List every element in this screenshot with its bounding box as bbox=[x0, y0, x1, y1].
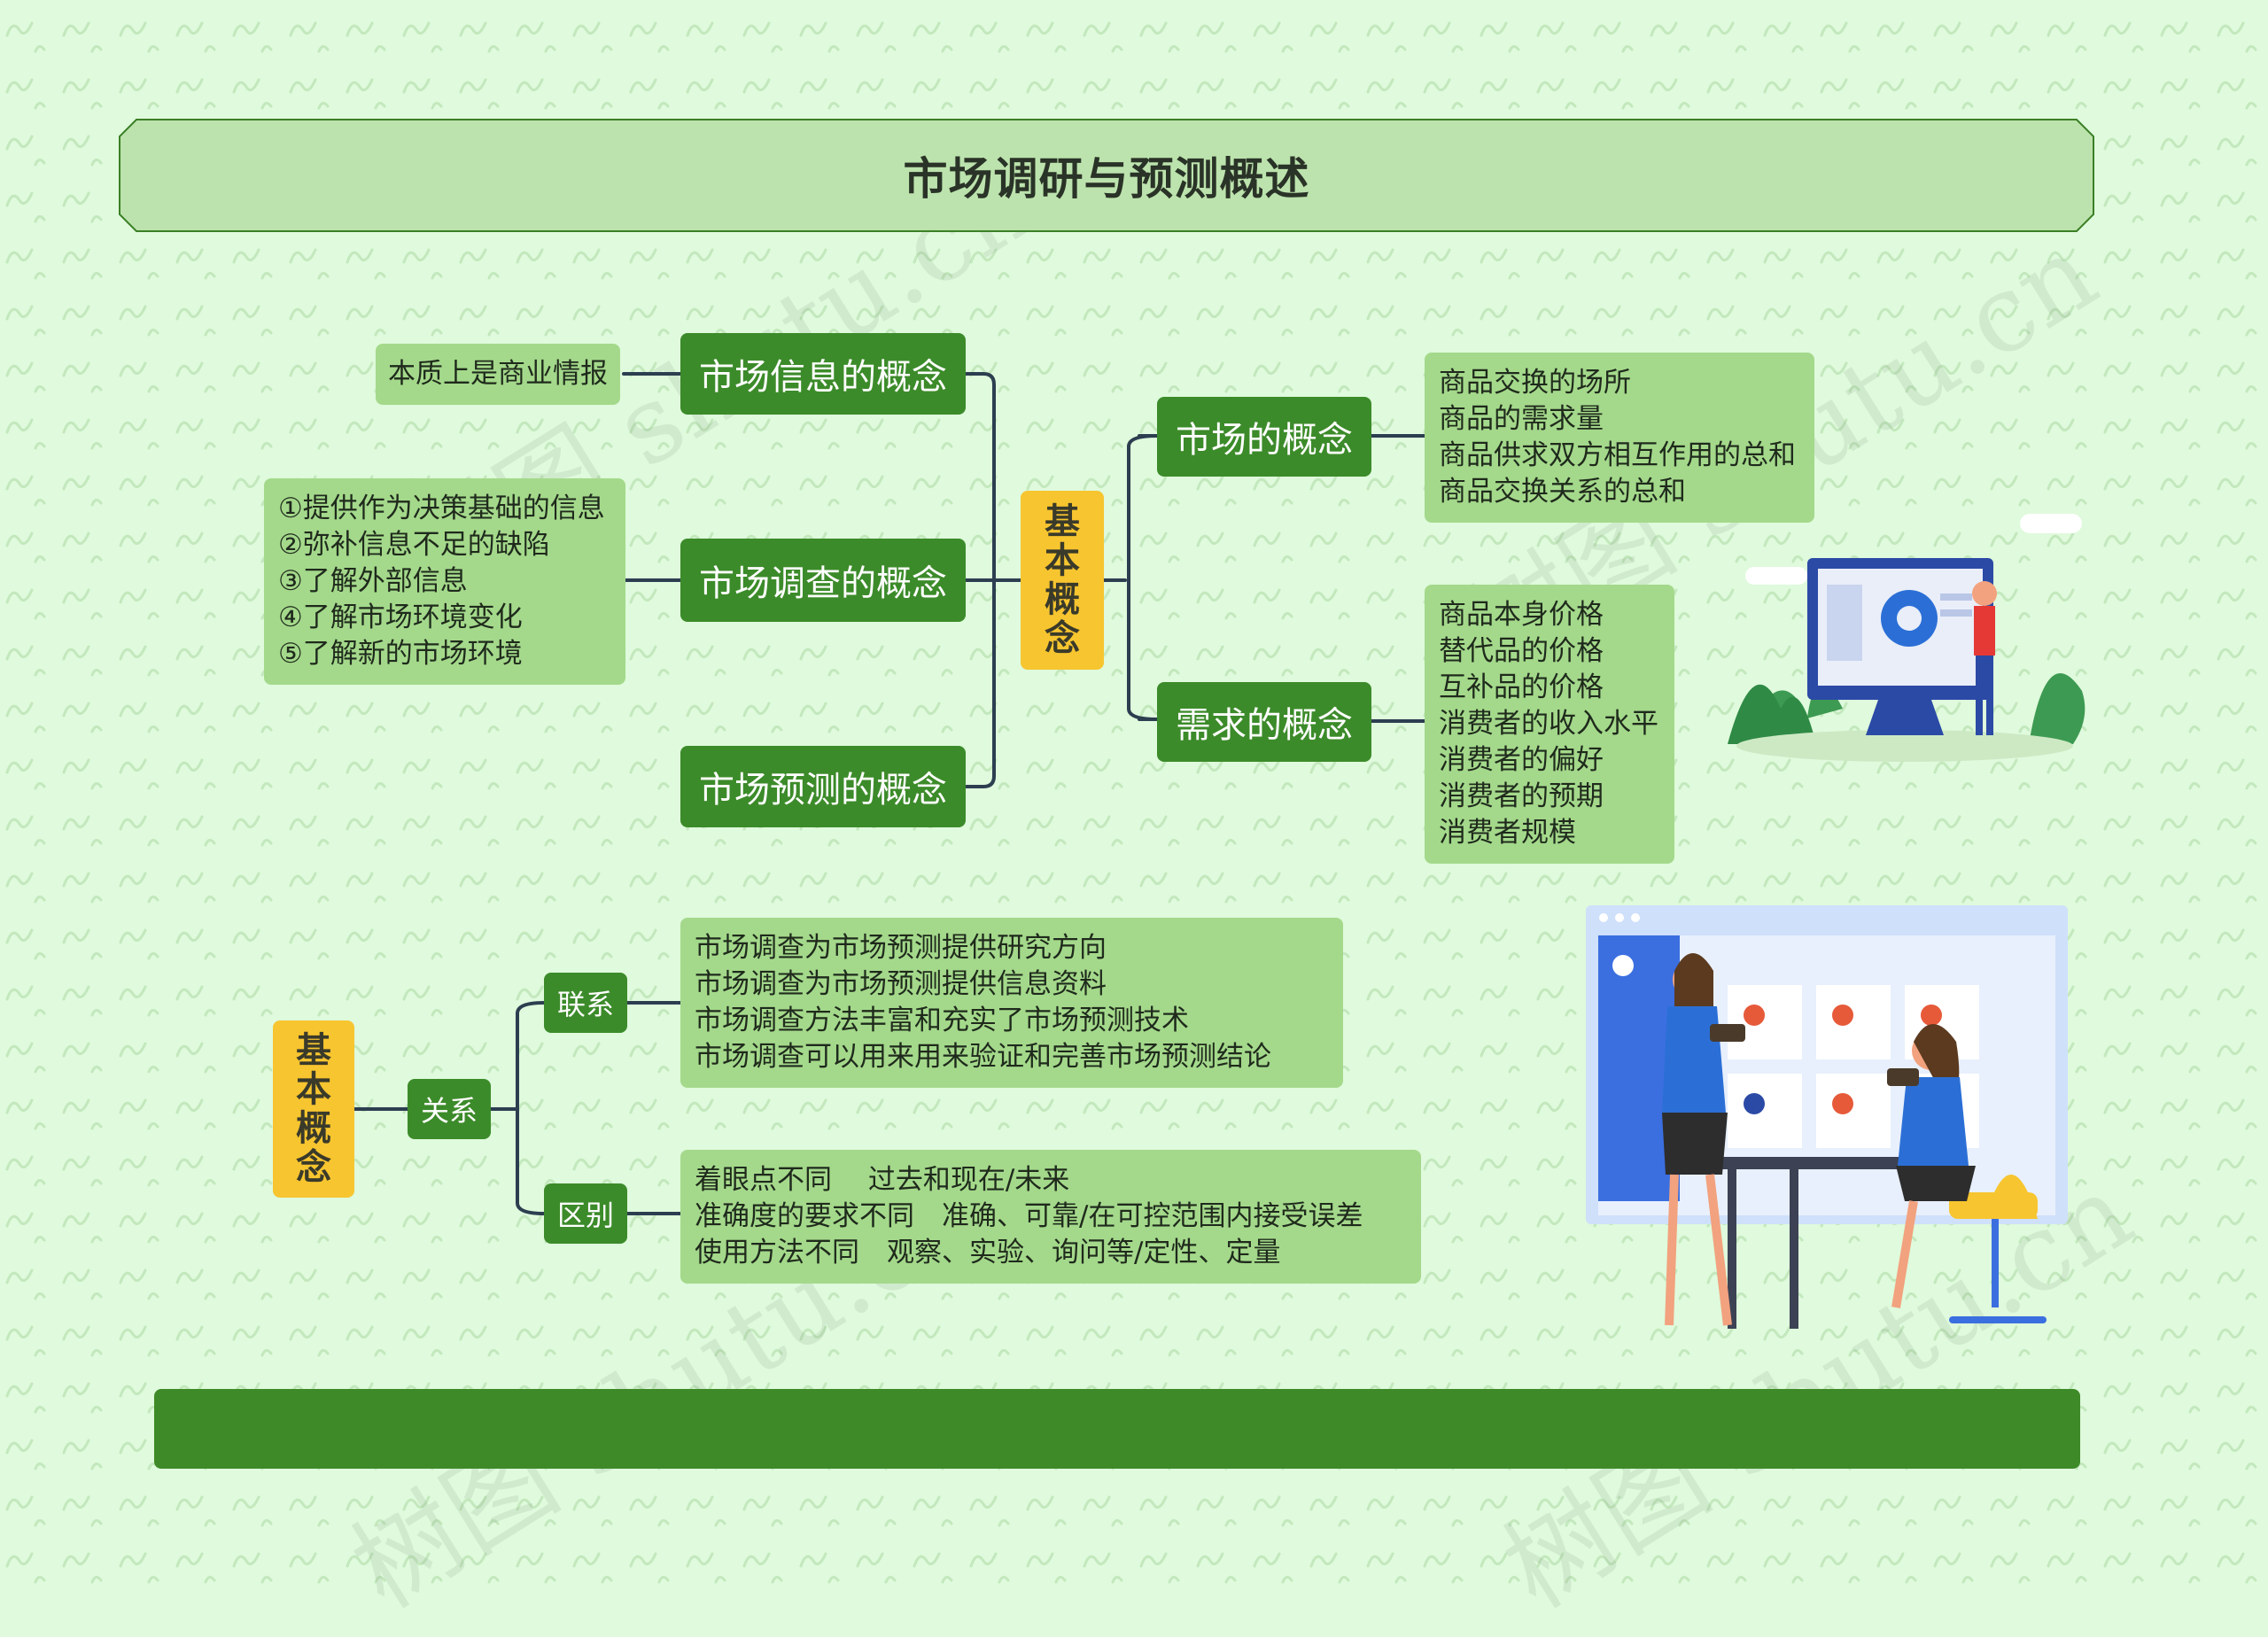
second-root-label: 基本概念 bbox=[296, 1031, 331, 1187]
vertical-char: 概 bbox=[296, 1108, 331, 1149]
detail-text: 商品供求双方相互作用的总和 bbox=[1439, 439, 1796, 471]
detail-connection: 市场调查为市场预测提供研究方向 市场调查为市场预测提供信息资料 市场调查方法丰富… bbox=[680, 918, 1343, 1088]
node-label: 市场调查的概念 bbox=[699, 563, 947, 604]
vertical-char: 本 bbox=[296, 1069, 331, 1110]
detail-text: 互补品的价格 bbox=[1439, 671, 1604, 703]
detail-market-survey: ①提供作为决策基础的信息 ②弥补信息不足的缺陷 ③了解外部信息 ④了解市场环境变… bbox=[264, 478, 625, 685]
detail-text: 商品交换关系的总和 bbox=[1439, 476, 1686, 508]
node-market-survey[interactable]: 市场调查的概念 bbox=[680, 539, 966, 622]
detail-demand-concept: 商品本身价格 替代品的价格 互补品的价格 消费者的收入水平 消费者的偏好 消费者… bbox=[1425, 585, 1674, 864]
detail-market-concept: 商品交换的场所 商品的需求量 商品供求双方相互作用的总和 商品交换关系的总和 bbox=[1425, 353, 1814, 523]
detail-text: 商品本身价格 bbox=[1439, 599, 1604, 631]
vertical-char: 本 bbox=[1045, 540, 1080, 581]
detail-text: ②弥补信息不足的缺陷 bbox=[278, 529, 550, 561]
node-relation[interactable]: 关系 bbox=[408, 1079, 491, 1139]
vertical-char: 念 bbox=[1045, 618, 1080, 659]
detail-text: 商品的需求量 bbox=[1439, 403, 1604, 435]
node-market-forecast[interactable]: 市场预测的概念 bbox=[680, 746, 966, 827]
node-label: 联系 bbox=[556, 988, 614, 1021]
detail-text: 市场调查为市场预测提供信息资料 bbox=[695, 968, 1107, 1000]
detail-text: 消费者规模 bbox=[1439, 817, 1576, 849]
connector-lines bbox=[353, 372, 1426, 1215]
detail-text: 市场调查方法丰富和充实了市场预测技术 bbox=[695, 1005, 1189, 1036]
detail-text: 消费者的偏好 bbox=[1439, 744, 1604, 776]
node-label: 关系 bbox=[420, 1094, 478, 1128]
detail-market-info: 本质上是商业情报 bbox=[376, 344, 620, 405]
monitor-gear-illustration bbox=[1728, 514, 2085, 762]
detail-text: 着眼点不同 过去和现在/未来 bbox=[695, 1164, 1070, 1196]
node-label: 市场预测的概念 bbox=[699, 770, 947, 811]
detail-text: 本质上是商业情报 bbox=[388, 358, 608, 390]
detail-text: ③了解外部信息 bbox=[278, 565, 468, 597]
detail-text: 使用方法不同 观察、实验、询问等/定性、定量 bbox=[695, 1237, 1281, 1268]
detail-difference: 着眼点不同 过去和现在/未来 准确度的要求不同 准确、可靠/在可控范围内接受误差… bbox=[680, 1150, 1421, 1284]
detail-text: ④了解市场环境变化 bbox=[278, 601, 523, 633]
node-label: 市场的概念 bbox=[1176, 420, 1353, 461]
node-connection[interactable]: 联系 bbox=[544, 973, 627, 1033]
node-market-information[interactable]: 市场信息的概念 bbox=[680, 333, 966, 415]
vertical-char: 概 bbox=[1045, 579, 1080, 620]
node-label: 区别 bbox=[556, 1199, 614, 1232]
detail-text: 市场调查可以用来用来验证和完善市场预测结论 bbox=[695, 1041, 1271, 1073]
center-node-label: 基本概念 bbox=[1045, 502, 1080, 658]
second-root-node[interactable]: 基本概念 bbox=[273, 1020, 354, 1198]
detail-text: 商品交换的场所 bbox=[1439, 367, 1631, 399]
center-node[interactable]: 基本概念 bbox=[1021, 491, 1104, 670]
detail-text: 市场调查为市场预测提供研究方向 bbox=[695, 932, 1107, 964]
detail-text: 消费者的收入水平 bbox=[1439, 708, 1658, 740]
footer-bar bbox=[154, 1389, 2080, 1469]
node-demand-concept[interactable]: 需求的概念 bbox=[1157, 682, 1371, 762]
vertical-char: 念 bbox=[296, 1147, 331, 1188]
node-label: 市场信息的概念 bbox=[699, 357, 947, 398]
node-difference[interactable]: 区别 bbox=[544, 1183, 627, 1244]
node-market-concept[interactable]: 市场的概念 bbox=[1157, 397, 1371, 477]
detail-text: ⑤了解新的市场环境 bbox=[278, 638, 523, 670]
detail-text: 准确度的要求不同 准确、可靠/在可控范围内接受误差 bbox=[695, 1200, 1363, 1232]
node-label: 需求的概念 bbox=[1176, 705, 1353, 746]
vertical-char: 基 bbox=[296, 1030, 331, 1071]
team-board-illustration bbox=[1586, 905, 2068, 1329]
background-pattern bbox=[0, 0, 2268, 1598]
detail-text: ①提供作为决策基础的信息 bbox=[278, 493, 605, 524]
detail-text: 消费者的预期 bbox=[1439, 780, 1604, 812]
detail-text: 替代品的价格 bbox=[1439, 635, 1604, 667]
vertical-char: 基 bbox=[1045, 501, 1080, 542]
